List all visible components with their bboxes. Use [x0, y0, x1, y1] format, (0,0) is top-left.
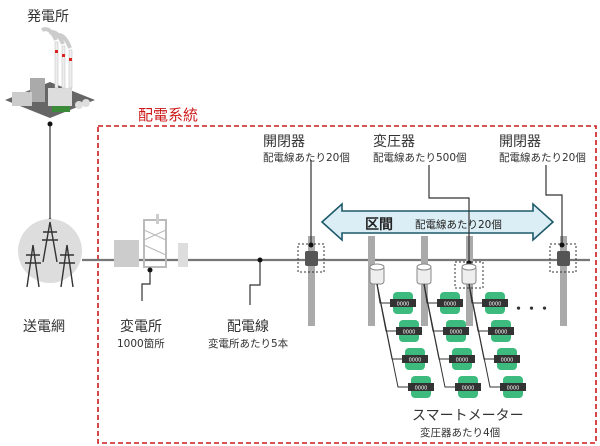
substation-icon [114, 214, 188, 268]
substation-label: 変電所 [120, 319, 162, 335]
svg-text:0000: 0000 [495, 330, 508, 336]
transformer-count: 配電線あたり500個 [373, 152, 467, 164]
svg-text:0000: 0000 [450, 330, 463, 336]
power-plant-icon [5, 27, 95, 118]
smart-meter-icon: 0000 [494, 348, 520, 370]
switch-icon [557, 251, 570, 266]
transformer-icon [416, 263, 432, 285]
smart-meter-icon: 0000 [488, 320, 514, 342]
smart-meter-icon: 0000 [443, 320, 469, 342]
svg-text:0000: 0000 [397, 302, 410, 308]
power-plant-label: 発電所 [27, 9, 69, 25]
smart-meter-icon: 0000 [449, 348, 475, 370]
transmission-grid-label: 送電網 [23, 319, 65, 335]
switch-right-count: 配電線あたり20個 [499, 152, 586, 164]
switch-icon [305, 251, 318, 266]
svg-text:0000: 0000 [444, 302, 457, 308]
distribution-system-title: 配電系統 [138, 106, 199, 124]
svg-text:0000: 0000 [489, 302, 502, 308]
smart-meter-label: スマートメーター [412, 408, 524, 424]
smart-meter-icon: 0000 [455, 376, 481, 398]
distribution-system-border [97, 125, 597, 444]
transformer-icon [461, 263, 477, 285]
svg-text:0000: 0000 [456, 358, 469, 364]
svg-text:0000: 0000 [501, 358, 514, 364]
smart-meter-icon: 0000 [396, 320, 422, 342]
svg-text:0000: 0000 [462, 386, 475, 392]
smart-meter-icon: 0000 [482, 292, 508, 314]
distribution-line-count: 変電所あたり5本 [208, 338, 289, 350]
switch-right-label: 開閉器 [499, 134, 541, 150]
svg-text:0000: 0000 [415, 386, 428, 392]
switch-left-label: 開閉器 [263, 134, 305, 150]
smart-meter-icon: 0000 [408, 376, 434, 398]
smart-meter-icon: 0000 [390, 292, 416, 314]
transmission-grid-icon [18, 219, 82, 288]
distribution-line-label: 配電線 [227, 319, 269, 335]
ellipsis: ・・・ [512, 302, 552, 317]
section-label: 区間 [365, 217, 393, 233]
section-count: 配電線あたり20個 [415, 219, 502, 231]
svg-text:0000: 0000 [409, 358, 422, 364]
svg-text:0000: 0000 [507, 386, 520, 392]
switch-left-count: 配電線あたり20個 [263, 152, 350, 164]
smart-meter-icon: 0000 [402, 348, 428, 370]
smart-meter-icon: 0000 [500, 376, 526, 398]
svg-text:0000: 0000 [403, 330, 416, 336]
smart-meter-icon: 0000 [437, 292, 463, 314]
transformer-icon [369, 263, 385, 285]
substation-count: 1000箇所 [117, 338, 165, 350]
smart-meter-count: 変圧器あたり4個 [420, 427, 501, 439]
transformer-label: 変圧器 [373, 134, 415, 150]
section-arrow [320, 202, 555, 242]
